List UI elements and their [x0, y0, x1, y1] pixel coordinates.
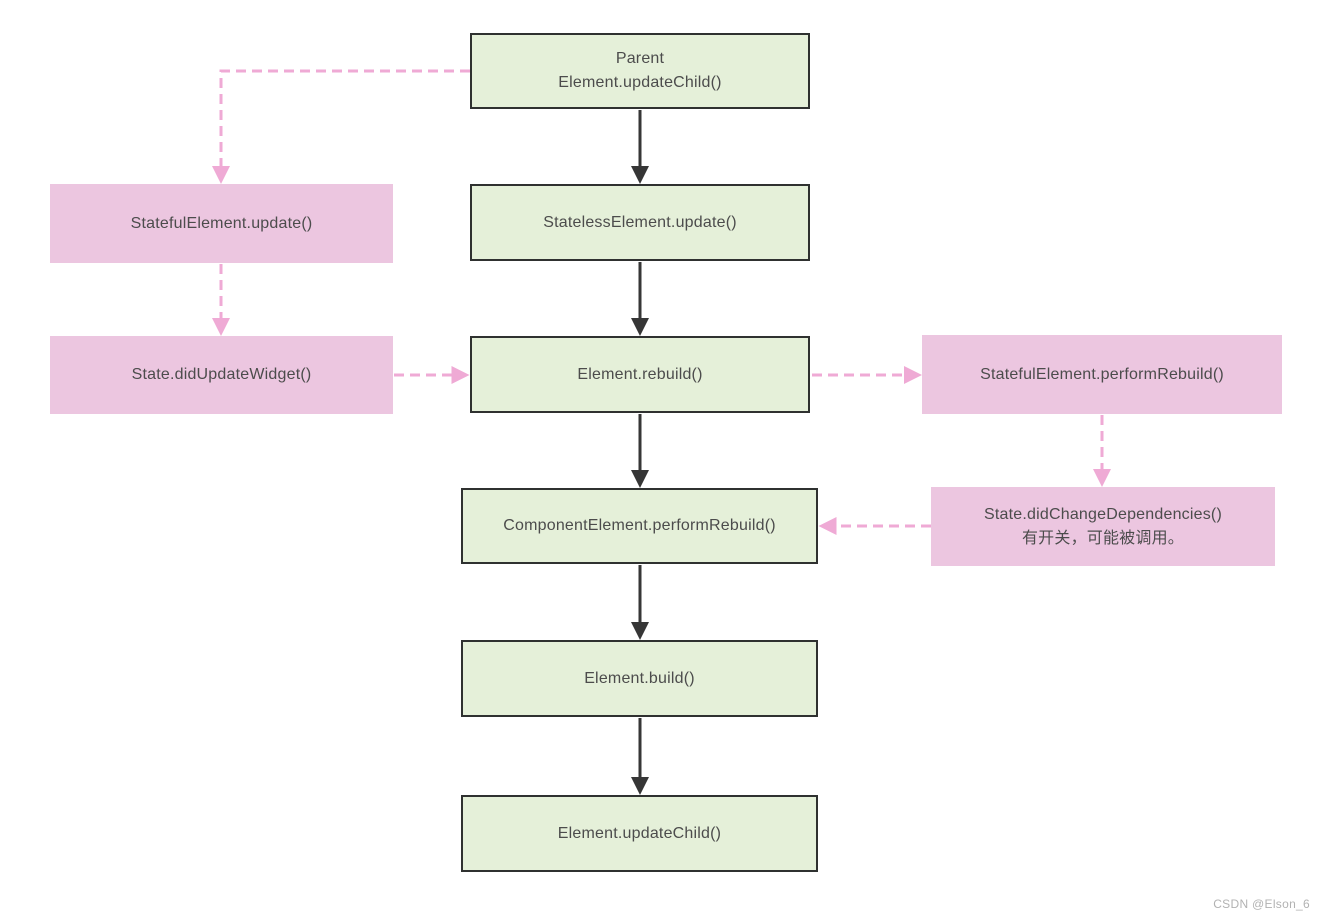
node-element-build: Element.build() [461, 640, 818, 717]
node-stateful-element-update: StatefulElement.update() [50, 184, 393, 263]
node-stateless-element-update: StatelessElement.update() [470, 184, 810, 261]
node-state-did-change-dependencies: State.didChangeDependencies() 有开关，可能被调用。 [931, 487, 1275, 566]
node-element-rebuild: Element.rebuild() [470, 336, 810, 413]
arrow-parent-to-stateful-update [212, 69, 470, 184]
node-component-element-perform-rebuild: ComponentElement.performRebuild() [461, 488, 818, 564]
node-element-update-child: Element.updateChild() [461, 795, 818, 872]
watermark: CSDN @Elson_6 [1213, 897, 1310, 911]
node-stateful-element-perform-rebuild: StatefulElement.performRebuild() [922, 335, 1282, 414]
node-parent-element-update-child: Parent Element.updateChild() [470, 33, 810, 109]
node-state-did-update-widget: State.didUpdateWidget() [50, 336, 393, 414]
